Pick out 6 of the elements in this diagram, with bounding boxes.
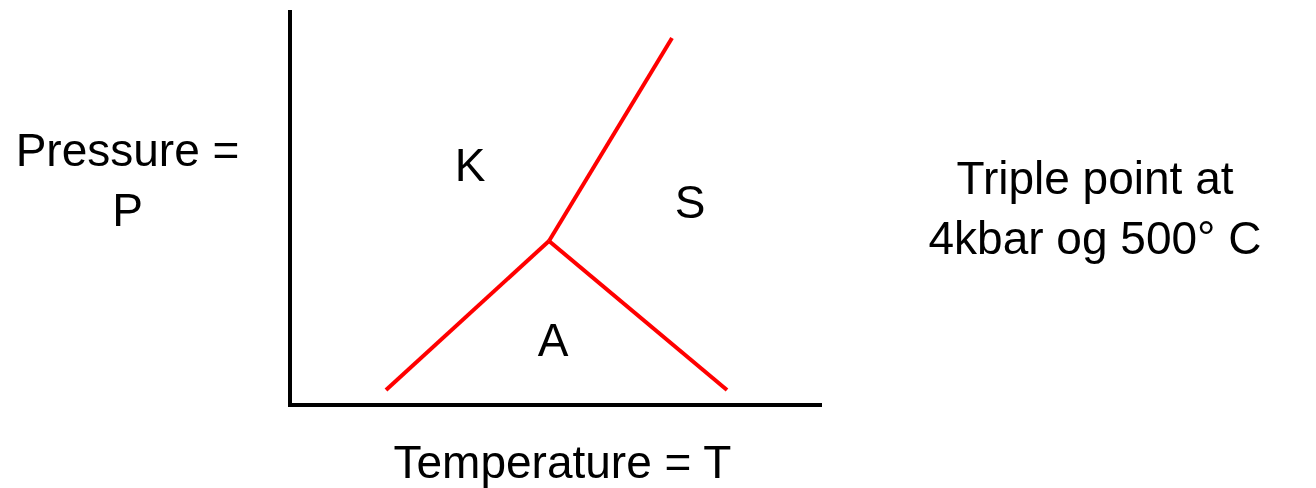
region-label: S bbox=[673, 175, 707, 230]
axis-label: Pressure = P bbox=[14, 123, 241, 238]
axis-label: Temperature = T bbox=[392, 435, 733, 488]
region-label: K bbox=[453, 138, 487, 193]
region-label: A bbox=[536, 313, 570, 368]
note: Triple point at 4kbar og 500° C bbox=[927, 151, 1263, 266]
